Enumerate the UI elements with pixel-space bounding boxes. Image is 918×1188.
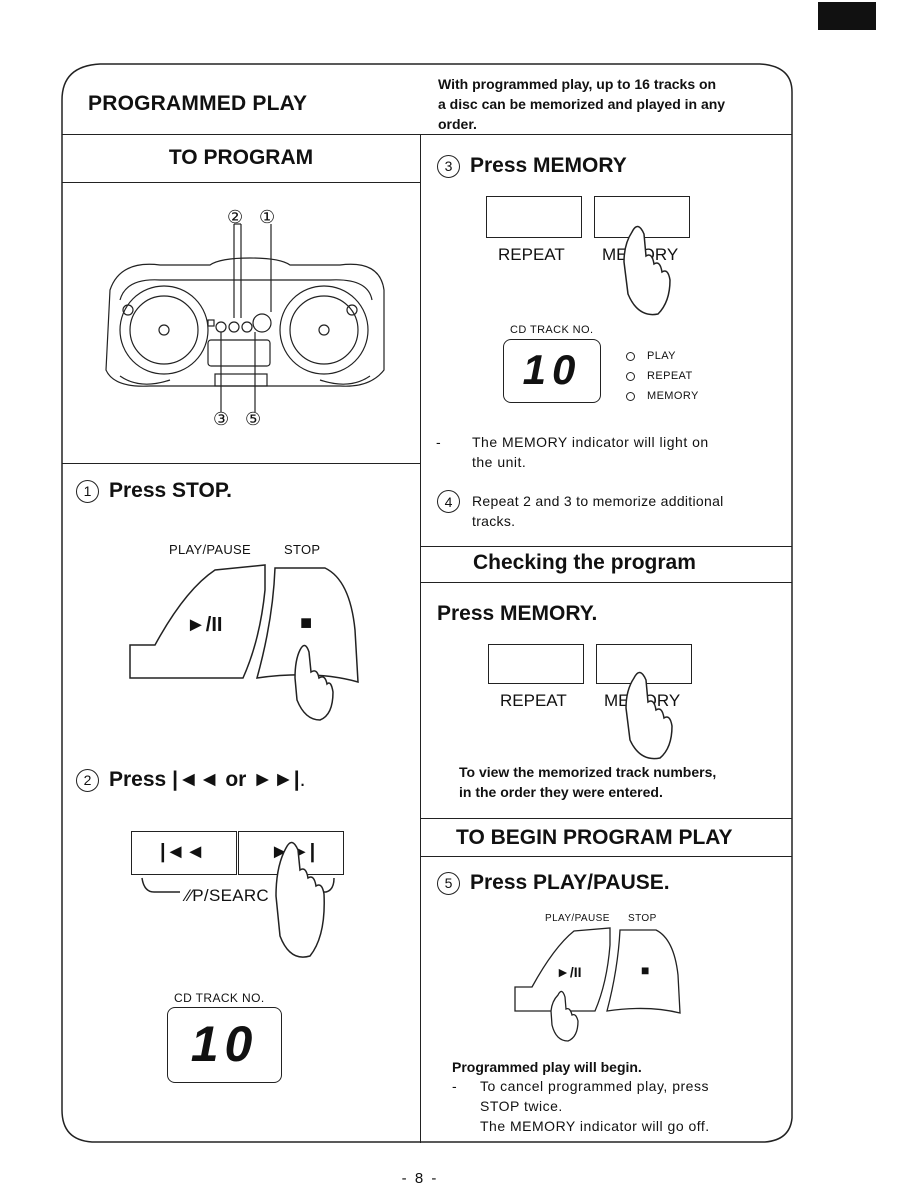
track-display: 10 xyxy=(167,1007,282,1083)
callout-2: ② xyxy=(227,207,244,227)
header-divider xyxy=(62,134,792,135)
step5-result: Programmed play will begin. xyxy=(452,1059,642,1075)
checking-heading: Checking the program xyxy=(473,551,696,574)
step3-number: 3 xyxy=(437,154,460,178)
play-stop-buttons-illustration xyxy=(129,564,359,721)
step1-heading: 1 Press STOP. xyxy=(76,479,232,503)
callout-3: ③ xyxy=(213,409,230,429)
checking-note-line: in the order they were entered. xyxy=(459,784,663,800)
play-pause-label: PLAY/PAUSE xyxy=(169,542,251,557)
step2-number: 2 xyxy=(76,768,99,792)
step3-note-dash: - xyxy=(436,434,442,450)
repeat-label: REPEAT xyxy=(498,245,565,264)
memory-press-hand xyxy=(623,225,671,316)
track-display-label: CD TRACK NO. xyxy=(174,991,265,1005)
skip-search-label: ⁄⁄P/SEARC xyxy=(186,886,270,905)
checking-repeat-button xyxy=(488,644,584,684)
step5-play-pause-label: PLAY/PAUSE xyxy=(545,913,610,924)
step5-heading: 5 Press PLAY/PAUSE. xyxy=(437,871,670,895)
track-display-value: 10 xyxy=(190,1016,259,1072)
page-number: - 8 - xyxy=(401,1170,439,1187)
step3-track-display: 10 xyxy=(503,339,601,403)
to-program-divider xyxy=(62,182,420,183)
step1-number: 1 xyxy=(76,479,99,503)
step2-title: Press xyxy=(109,768,167,791)
page-title: PROGRAMMED PLAY xyxy=(88,92,308,115)
stop-button-glyph: ■ xyxy=(300,612,313,634)
boombox-illustration xyxy=(105,223,385,412)
step3-note-line: The MEMORY indicator will light on xyxy=(472,434,709,450)
skip-back-button xyxy=(131,831,237,875)
corner-tab-marker xyxy=(818,2,876,30)
indicator-list: PLAY REPEAT MEMORY xyxy=(626,346,699,406)
checking-note: To view the memorized track numbers, in … xyxy=(459,762,789,802)
checking-repeat-label: REPEAT xyxy=(500,691,567,710)
indicator-play: PLAY xyxy=(626,346,699,366)
step4-line: tracks. xyxy=(472,513,516,529)
intro-line: With programmed play, up to 16 tracks on xyxy=(438,76,717,92)
checking-press-hand xyxy=(625,671,673,760)
step5-play-pause-glyph: ►/II xyxy=(556,964,582,980)
repeat-button xyxy=(486,196,582,238)
step3-display-label: CD TRACK NO. xyxy=(510,324,594,336)
step3-heading: 3 Press MEMORY xyxy=(437,154,627,178)
checking-bottom-divider xyxy=(420,582,792,583)
intro-line: a disc can be memorized and played in an… xyxy=(438,96,726,112)
next-glyph: ►►| xyxy=(252,768,300,791)
step3-display-value: 10 xyxy=(522,346,582,393)
skip-back-glyph: |◄◄ xyxy=(160,841,206,863)
intro-line: order. xyxy=(438,116,477,132)
begin-heading: TO BEGIN PROGRAM PLAY xyxy=(456,826,733,849)
step4-heading: 4 xyxy=(437,490,460,513)
step5-cancel-line: The MEMORY indicator will go off. xyxy=(480,1118,710,1134)
step5-cancel: To cancel programmed play, press STOP tw… xyxy=(480,1076,780,1136)
step5-cancel-dash: - xyxy=(452,1078,458,1094)
begin-bottom-divider xyxy=(420,856,792,857)
step3-title: Press MEMORY xyxy=(470,154,627,177)
checking-top-divider xyxy=(420,546,792,547)
prev-glyph: |◄◄ xyxy=(172,768,220,791)
callout-1: ① xyxy=(259,207,276,227)
skip-hand-illustration xyxy=(141,841,335,958)
step4-line: Repeat 2 and 3 to memorize additional xyxy=(472,493,724,509)
stop-label: STOP xyxy=(284,542,321,557)
step5-cancel-line: To cancel programmed play, press xyxy=(480,1078,709,1094)
step5-stop-label: STOP xyxy=(628,913,657,924)
step2-or: or xyxy=(225,768,247,791)
step3-note: The MEMORY indicator will light on the u… xyxy=(472,432,772,472)
step2-heading: 2 Press |◄◄ or ►►| . xyxy=(76,768,306,792)
checking-note-line: To view the memorized track numbers, xyxy=(459,764,717,780)
step1-title: Press STOP. xyxy=(109,479,232,502)
step5-buttons-illustration xyxy=(514,927,681,1042)
step3-note-line: the unit. xyxy=(472,454,527,470)
indicator-repeat: REPEAT xyxy=(626,366,699,386)
checking-press-memory: Press MEMORY. xyxy=(437,602,598,625)
to-program-heading: TO PROGRAM xyxy=(168,146,314,169)
step5-cancel-line: STOP twice. xyxy=(480,1098,563,1114)
step5-stop-glyph: ■ xyxy=(641,962,650,978)
step4-text: Repeat 2 and 3 to memorize additional tr… xyxy=(472,491,772,531)
step5-number: 5 xyxy=(437,871,460,895)
step2-period: . xyxy=(299,768,306,791)
column-divider xyxy=(420,134,421,1143)
step4-number: 4 xyxy=(437,490,460,513)
indicator-memory: MEMORY xyxy=(626,386,699,406)
diagram-divider xyxy=(62,463,420,464)
play-pause-button-glyph: ►/II xyxy=(186,614,223,636)
begin-top-divider xyxy=(420,818,792,819)
intro-text: With programmed play, up to 16 tracks on… xyxy=(438,74,788,134)
callout-5: ⑤ xyxy=(245,409,262,429)
step5-title: Press PLAY/PAUSE. xyxy=(470,871,670,894)
